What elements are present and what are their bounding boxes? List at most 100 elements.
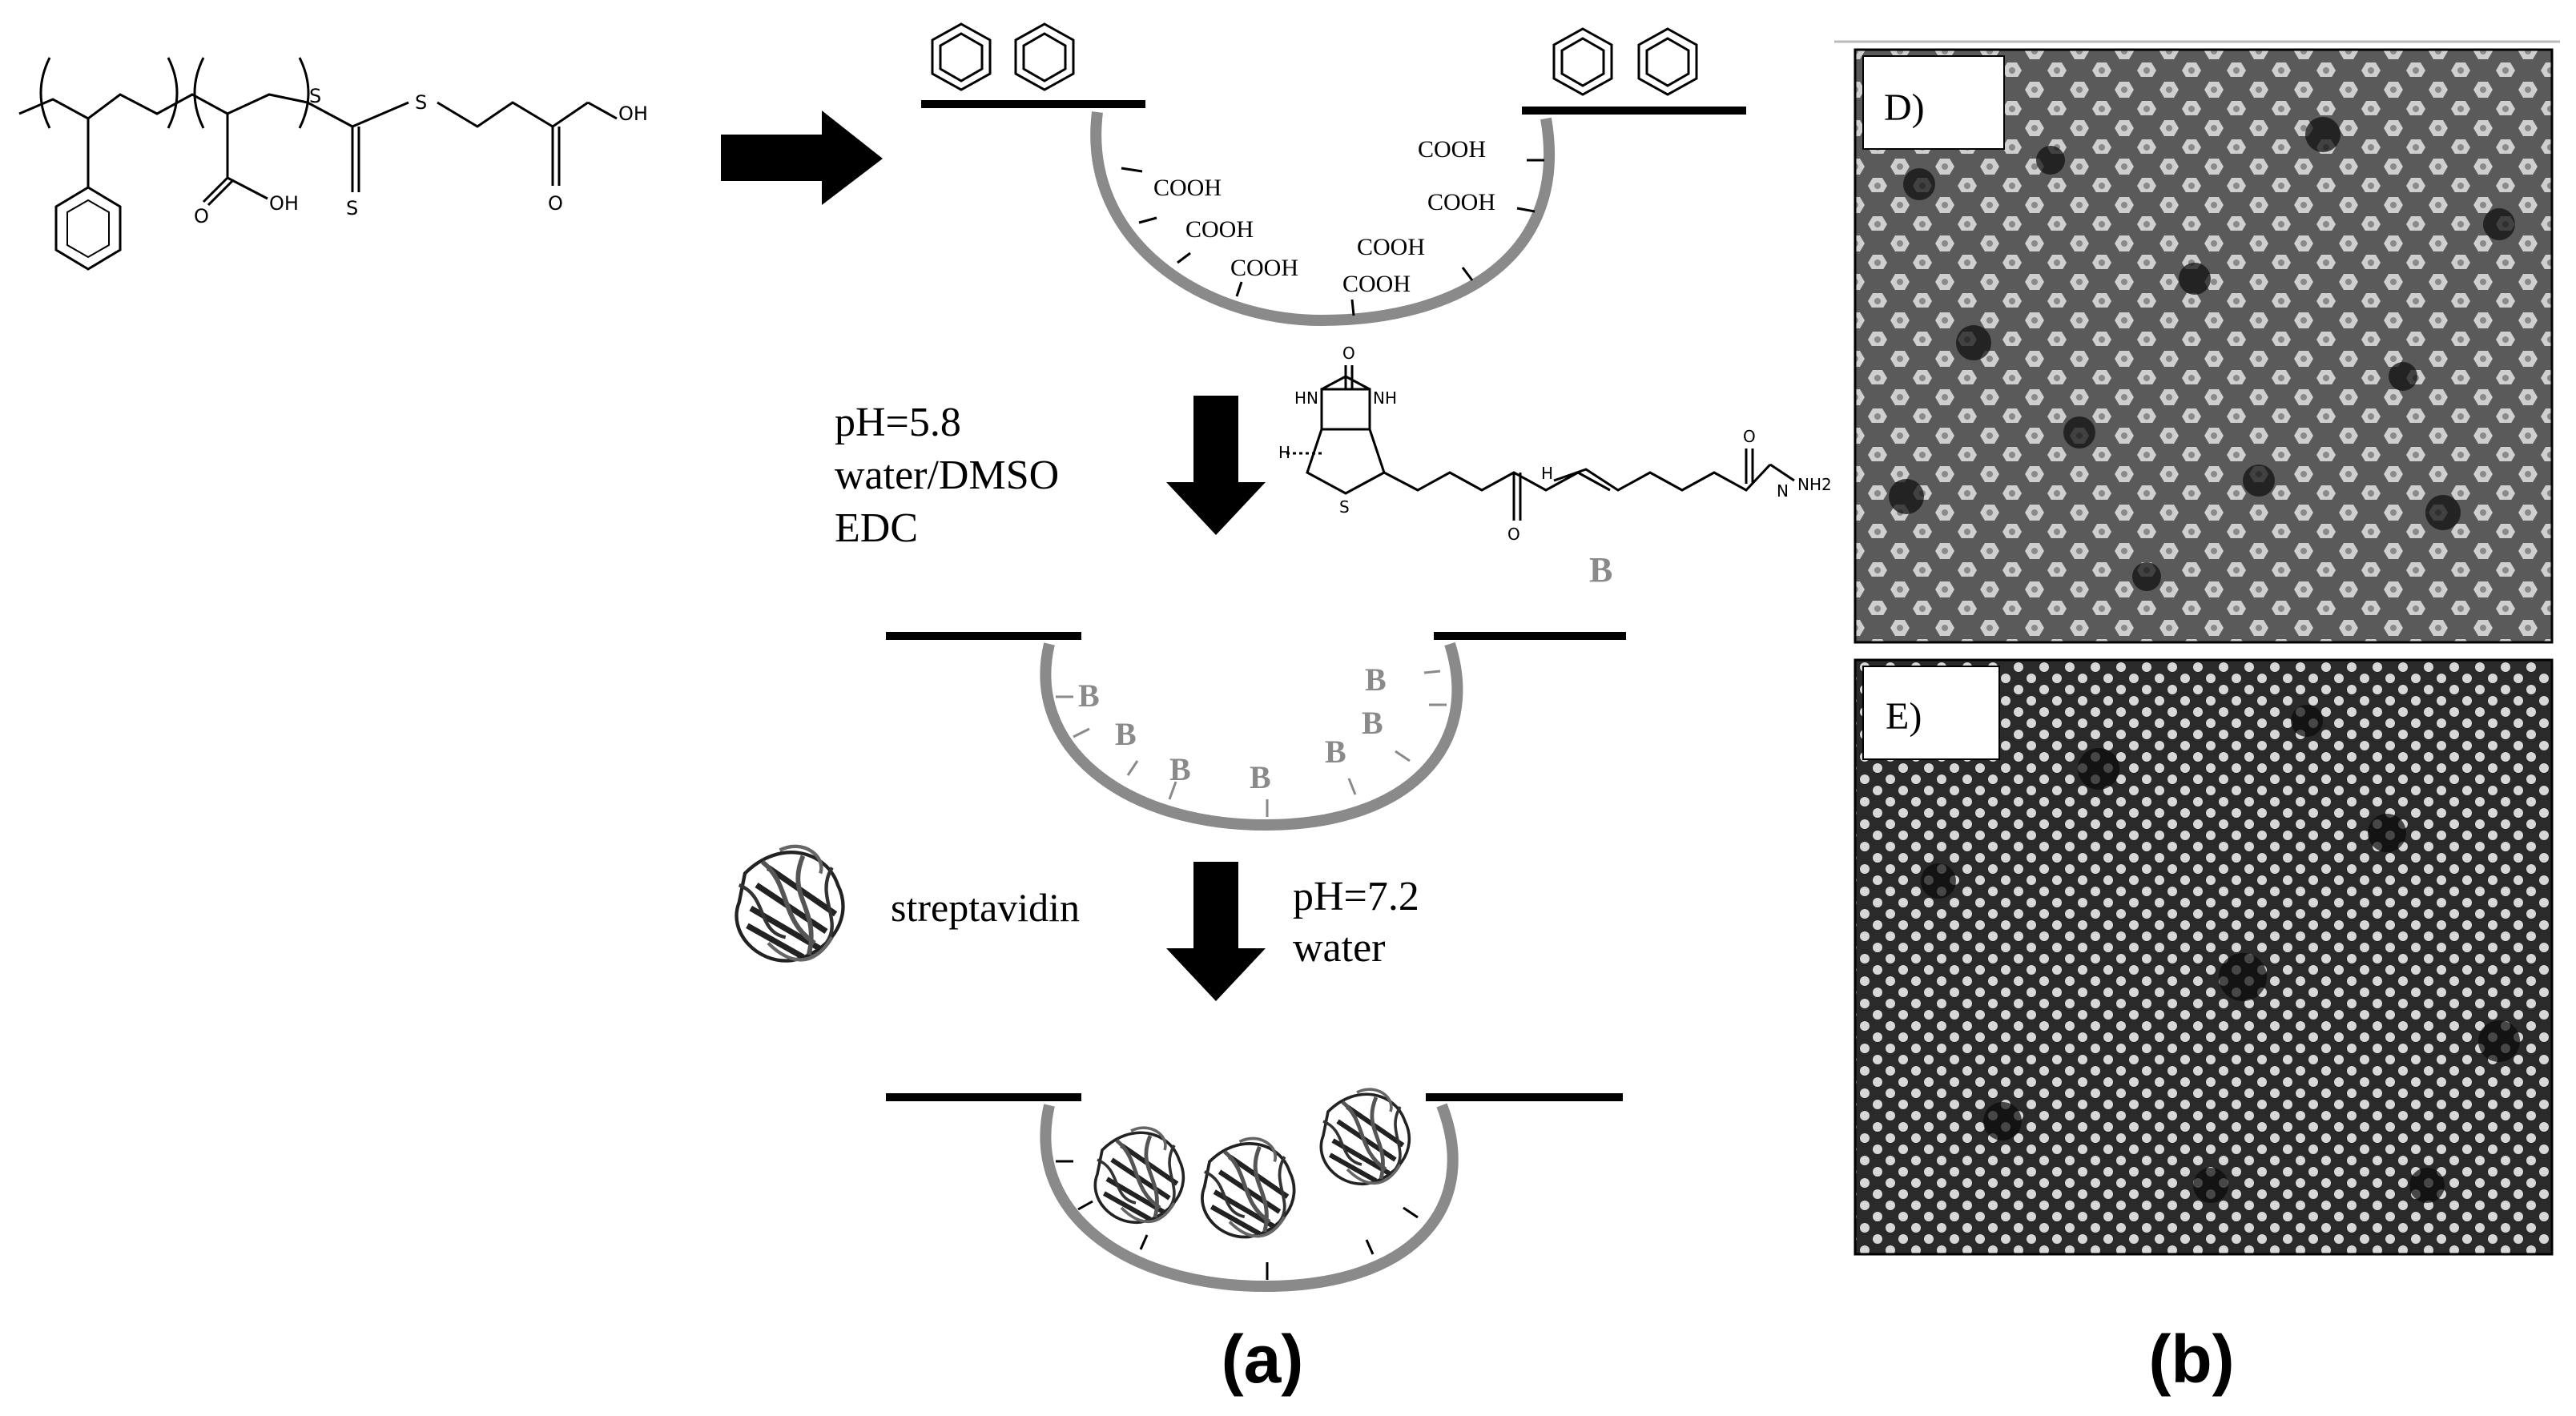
atom-o-end: O	[548, 192, 563, 215]
biotin-b: B	[1362, 705, 1383, 741]
phenyl-icon-inner	[939, 32, 984, 82]
atom-s-1: S	[309, 85, 321, 107]
biotin-b: B	[1169, 751, 1191, 787]
bracket-acrylic-left	[193, 57, 205, 129]
biotin-b: B	[1115, 716, 1137, 752]
streptavidin-icon	[737, 847, 843, 961]
atom-s-3: S	[415, 91, 427, 114]
biotin-hn: HN	[1294, 388, 1318, 408]
biotin-labels: B B B B B B B B	[1078, 662, 1387, 795]
biotin-atom-labels: HN NH O S H O H O N NH2	[1278, 344, 1832, 544]
cooh-label: COOH	[1342, 271, 1411, 297]
cooh-label: COOH	[1153, 175, 1222, 201]
bracket-styrene-right	[167, 57, 179, 129]
biotin-bond	[1345, 375, 1371, 391]
micrograph-e-label-box	[1862, 666, 2000, 760]
s-c-bond	[307, 101, 353, 128]
phenyl-icon-inner	[1645, 37, 1690, 87]
atom-o-acid: O	[194, 205, 209, 227]
biotin-h: H	[1278, 443, 1290, 462]
biotin-hydrazide-o: O	[1743, 427, 1756, 446]
cavity-wall	[1040, 1103, 1459, 1293]
cooh-label: COOH	[1357, 234, 1425, 260]
phenyl-ring-inner	[66, 199, 110, 259]
micrograph-e: E)	[1854, 658, 2554, 1256]
atom-oh-end: OH	[618, 103, 648, 125]
cooh-label: COOH	[1418, 136, 1486, 163]
condition-ph: pH=7.2	[1293, 874, 1419, 919]
micrograph-e-label: E)	[1886, 695, 1922, 738]
oh-bond	[587, 101, 618, 120]
phenyl-ring	[54, 186, 122, 271]
reagent-streptavidin: streptavidin	[891, 885, 1080, 930]
cavity-mid: B B B B B B B B	[886, 632, 1626, 831]
micrograph-d: D)	[1854, 48, 2554, 644]
micrograph-d-defects	[1889, 117, 2515, 591]
biotin-s: S	[1339, 497, 1350, 517]
cooh-labels: COOH COOH COOH COOH COOH COOH COOH COOH	[1153, 136, 1495, 297]
cavity-top: COOH COOH COOH COOH COOH COOH COOH COOH	[921, 22, 1746, 327]
polymer-atom-labels: S S S O OH O OH	[194, 85, 648, 227]
atom-oh-acid: OH	[269, 192, 299, 215]
biotin-bond	[1321, 375, 1346, 391]
arrow-down-2	[1166, 862, 1266, 1001]
biotin-structure	[1286, 365, 1795, 521]
streptavidin-icon	[1202, 1138, 1294, 1237]
biotin-b: B	[1250, 759, 1271, 795]
streptavidin-icon	[1321, 1089, 1409, 1184]
phenyl-icon	[1552, 27, 1613, 96]
biotin-chain-2	[1553, 463, 1772, 492]
biotin-nh: NH	[1373, 388, 1397, 408]
condition-ph: pH=5.8	[835, 400, 961, 445]
biotin-n: N	[1777, 481, 1789, 501]
biotin-ring-lower	[1306, 428, 1386, 495]
cavity-wall	[1090, 111, 1556, 327]
cooh-label: COOH	[1185, 216, 1254, 243]
phenyl-icon	[931, 22, 992, 91]
propanoic-chain	[437, 101, 589, 128]
biotin-o: O	[1342, 344, 1355, 363]
biotin-b: B	[1078, 678, 1100, 714]
biotin-chain-1	[1383, 471, 1611, 492]
cavity-ticks	[1121, 159, 1544, 316]
bracket-acrylic-right	[298, 57, 310, 129]
phenyl-icon-inner	[1022, 32, 1067, 82]
cavity-wall	[1040, 642, 1463, 831]
biotin-nh2: NH2	[1797, 475, 1832, 494]
cooh-label: COOH	[1230, 255, 1298, 281]
cavity-ticks	[1056, 670, 1447, 817]
biotin-b: B	[1365, 662, 1387, 698]
panel-label-b: (b)	[2148, 1321, 2234, 1397]
c-s-bond	[352, 101, 409, 128]
panel-label-a: (a)	[1222, 1321, 1304, 1397]
condition-reagent: EDC	[835, 505, 918, 551]
step1-conditions: pH=5.8 water/DMSO EDC	[835, 400, 1059, 551]
polymer-structure	[18, 57, 618, 271]
surface-phenyls	[931, 22, 1698, 96]
micrograph-e-defects	[1921, 705, 2520, 1203]
biotin-amide-n: H	[1541, 464, 1553, 483]
bound-streptavidin	[1095, 1089, 1409, 1237]
acid-oh-bond	[227, 176, 268, 200]
cavity-bottom	[886, 1089, 1623, 1293]
biotin-b: B	[1325, 734, 1346, 770]
condition-solvent: water	[1293, 925, 1385, 971]
biotin-amide-o: O	[1507, 525, 1520, 544]
atom-s-2: S	[346, 197, 358, 219]
arrow-right	[721, 111, 883, 205]
biotin-legend-label: B	[1589, 550, 1612, 589]
phenyl-icon	[1637, 27, 1698, 96]
arrow-down-1	[1166, 396, 1266, 535]
bracket-left-outer	[39, 57, 51, 129]
backbone	[18, 93, 308, 120]
cooh-label: COOH	[1427, 189, 1495, 215]
cavity-ticks	[1056, 1160, 1419, 1280]
acid-carbonyl	[202, 176, 234, 207]
micrograph-d-label-box	[1862, 55, 2005, 150]
biotin-ring-upper	[1320, 388, 1371, 431]
step2-conditions: pH=7.2 water	[1293, 874, 1419, 971]
micrograph-d-label: D)	[1884, 86, 1925, 129]
phenyl-icon	[1014, 22, 1075, 91]
condition-solvent: water/DMSO	[835, 453, 1059, 498]
